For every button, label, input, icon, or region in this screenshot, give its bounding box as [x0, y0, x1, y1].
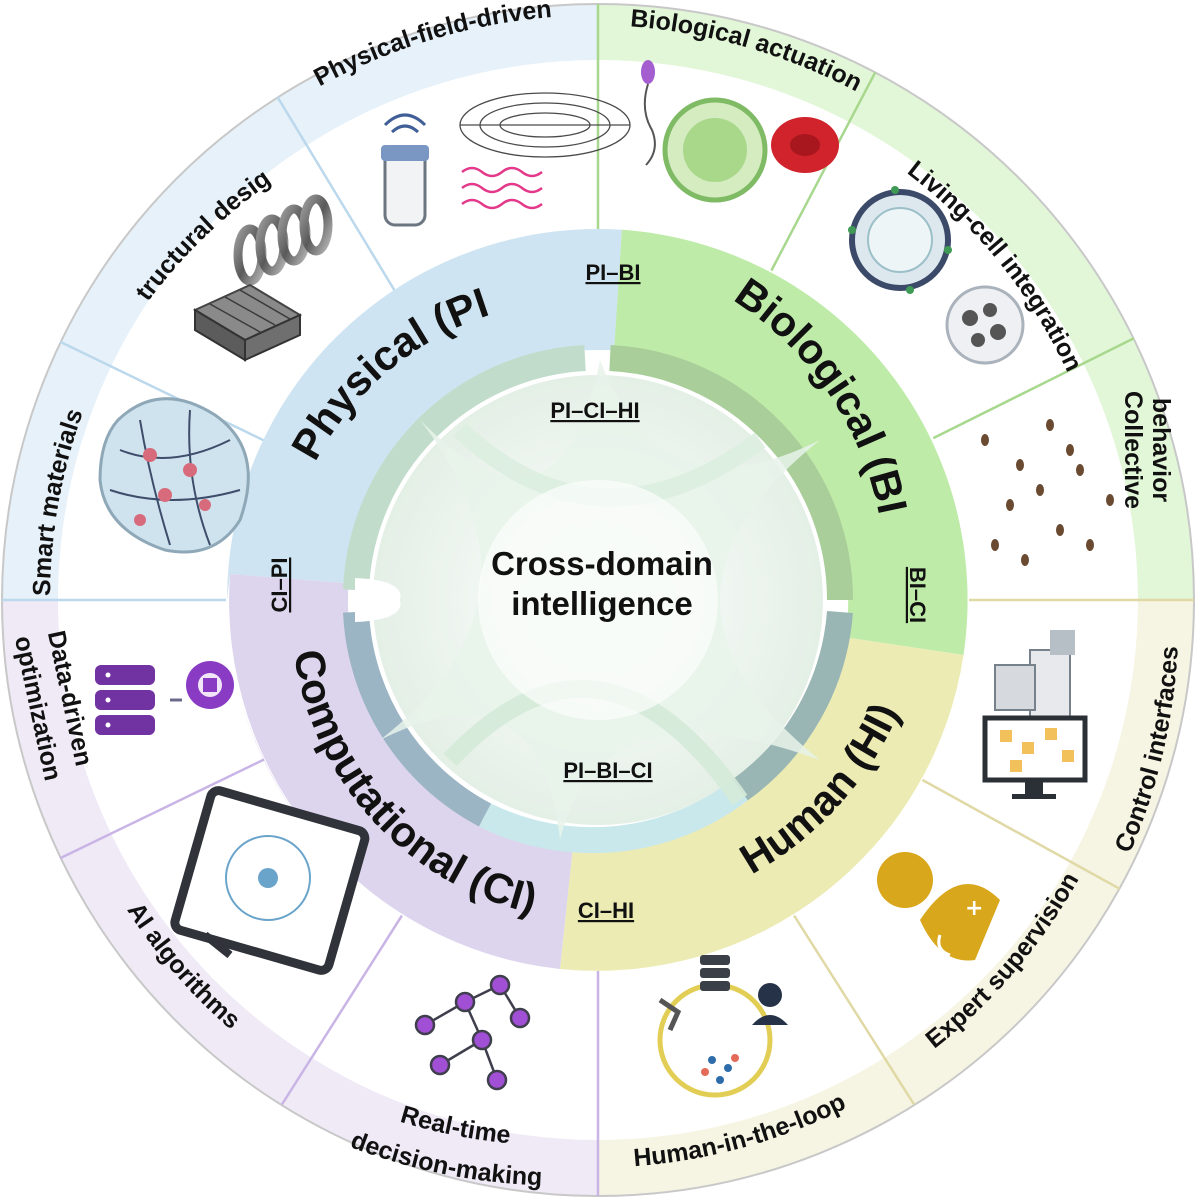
database-icon [95, 665, 155, 735]
decision-graph-icon [414, 974, 531, 1091]
ai-monitor-icon [170, 786, 370, 975]
link-ci-hi: CI–HI [578, 898, 634, 923]
center-labels: PI–CI–HI PI–BI–CI Cross-domain intellige… [491, 398, 713, 783]
core-arc-physical [343, 345, 586, 591]
outer-dividers [2, 4, 1194, 1196]
link-labels: PI–BI BI–CI CI–HI CI–PI [267, 260, 930, 923]
center-title-line1: Cross-domain [491, 545, 713, 582]
sperm-cell-icon [641, 60, 656, 166]
lattice-icon [192, 283, 303, 362]
cell-cluster-icon [945, 285, 1025, 365]
domain-ring [227, 229, 968, 971]
microscope-icon [994, 630, 1075, 726]
spring-icon [233, 194, 333, 286]
swarm-icon [981, 419, 1114, 566]
hydrogel-icon [98, 397, 250, 554]
human-loop-icon [657, 955, 788, 1098]
domain-biological[interactable] [614, 229, 968, 656]
core-arc-bottom [479, 779, 748, 854]
gear-icon [170, 661, 234, 709]
core [343, 345, 854, 854]
wave-icon [461, 166, 543, 210]
svg-text:+: + [965, 896, 983, 921]
magnetic-field-icon [459, 92, 631, 158]
link-bi-ci: BI–CI [905, 567, 930, 623]
core-arc-biological [609, 345, 854, 601]
center-title-line2: intelligence [511, 585, 693, 622]
triad-pi-bi-ci: PI–BI–CI [563, 758, 652, 783]
domain-computational[interactable] [229, 574, 573, 969]
domain-physical[interactable] [230, 229, 622, 584]
core-notch [355, 578, 401, 622]
living-cell-icon [848, 186, 952, 294]
domain-human[interactable] [560, 637, 964, 971]
monitor-icon [982, 715, 1088, 799]
triad-pi-ci-hi: PI–CI–HI [550, 398, 639, 423]
ultrasound-probe-icon [381, 113, 429, 227]
red-blood-cell-icon [771, 117, 839, 173]
label-collective-2: behavior [1147, 398, 1175, 502]
core-arc-human [732, 610, 853, 801]
immune-cell-icon [662, 97, 768, 203]
core-glow [478, 480, 718, 720]
link-pi-bi: PI–BI [585, 260, 640, 285]
label-collective-1: Collective [1119, 391, 1147, 509]
doctor-icon: + [877, 852, 1000, 961]
link-ci-pi: CI–PI [267, 557, 292, 612]
